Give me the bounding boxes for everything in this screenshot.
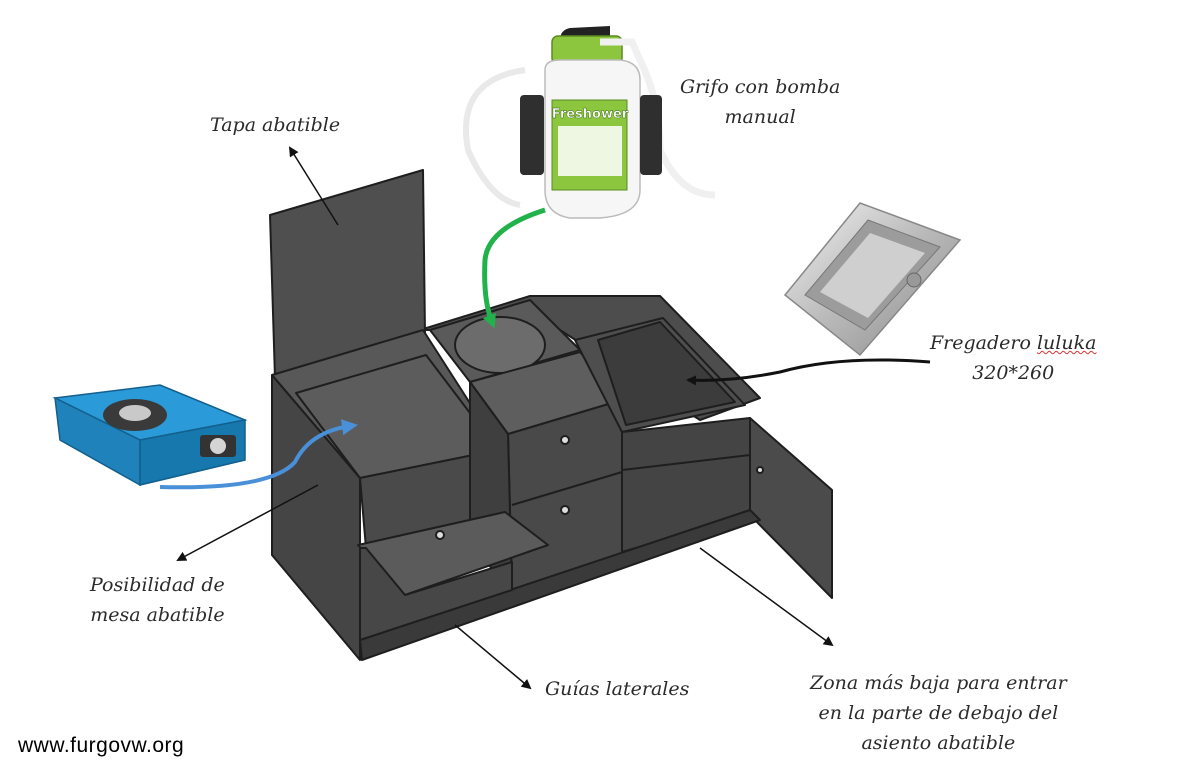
label-grifo-line2: manual bbox=[724, 106, 796, 128]
label-zona: Zona más baja para entrar en la parte de… bbox=[810, 668, 1067, 758]
label-fregadero-word: Fregadero bbox=[930, 332, 1031, 354]
label-fregadero-brand: luluka bbox=[1036, 332, 1097, 354]
pointer-arrows bbox=[176, 146, 834, 690]
sink-arrow bbox=[686, 358, 931, 386]
label-zona-line1: Zona más baja para entrar bbox=[810, 672, 1067, 694]
label-fregadero: Fregadero luluka 320*260 bbox=[930, 328, 1096, 388]
label-grifo-line1: Grifo con bomba bbox=[680, 76, 841, 98]
sink-icon bbox=[783, 202, 962, 357]
label-zona-line3: asiento abatible bbox=[861, 732, 1016, 754]
label-mesa-abatible: Posibilidad de mesa abatible bbox=[90, 570, 225, 630]
label-guias: Guías laterales bbox=[545, 678, 690, 700]
label-mesa-line1: Posibilidad de bbox=[90, 574, 225, 596]
camping-stove-icon bbox=[52, 384, 248, 487]
label-fregadero-line1: Fregadero luluka bbox=[930, 328, 1096, 358]
label-grifo: Grifo con bomba manual bbox=[680, 72, 840, 132]
label-mesa-line2: mesa abatible bbox=[90, 604, 225, 626]
pump-sprayer-icon: Freshower bbox=[462, 26, 716, 219]
watermark: www.furgovw.org bbox=[18, 734, 185, 757]
blue-arrow bbox=[159, 419, 358, 490]
label-zona-line2: en la parte de debajo del bbox=[818, 702, 1059, 724]
cabinet bbox=[269, 169, 833, 661]
green-arrow bbox=[482, 207, 546, 329]
label-fregadero-size: 320*260 bbox=[972, 362, 1055, 384]
label-tapa-abatible: Tapa abatible bbox=[210, 114, 341, 136]
brand-text: Freshower bbox=[552, 107, 629, 122]
open-door bbox=[749, 417, 833, 599]
